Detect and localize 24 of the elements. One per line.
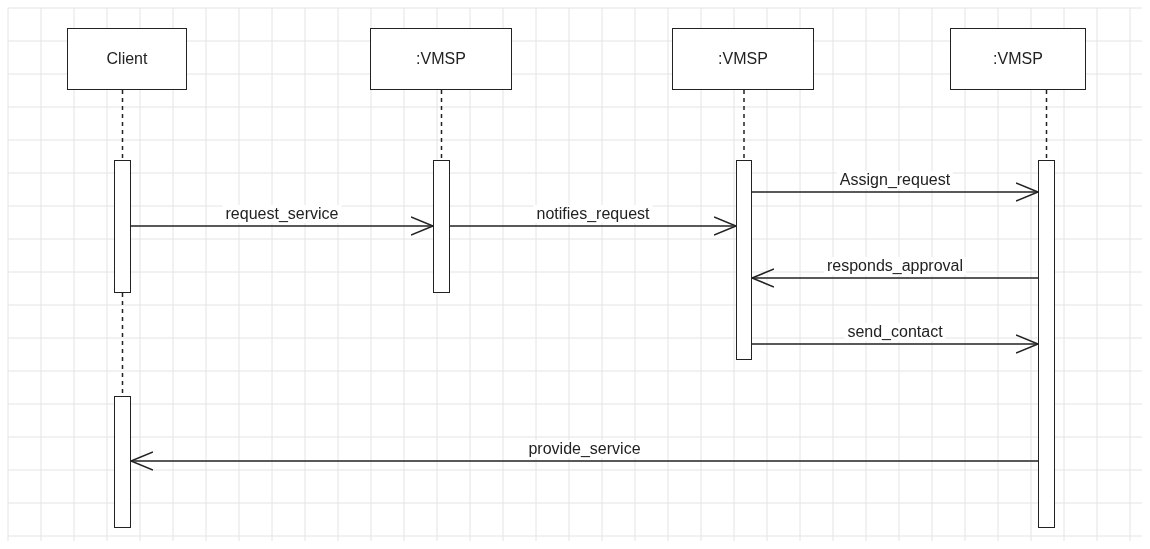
lifeline-box: :VMSP [370,28,512,90]
message-label: send_contact [844,323,946,341]
message-label: notifies_request [533,205,653,223]
activation-bar [1038,160,1055,528]
message-arrow [449,216,737,236]
message-label: Assign_request [836,171,954,189]
message-arrow [751,334,1039,354]
message-arrow [130,451,1039,471]
activation-bar [736,160,752,360]
lifeline-box: Client [67,28,187,90]
message-label: request_service [222,205,342,223]
message-label: responds_approval [823,257,967,275]
lifeline-box: :VMSP [672,28,814,90]
activation-bar [114,396,131,528]
lifeline [743,89,745,161]
activation-bar [433,160,450,293]
lifeline [121,89,124,161]
activation-bar [114,160,131,293]
message-arrow [751,182,1039,202]
message-arrow [130,216,434,236]
lifeline-box: :VMSP [950,28,1086,90]
lifeline [440,89,443,161]
lifeline [1045,89,1048,161]
message-arrow [751,268,1039,288]
